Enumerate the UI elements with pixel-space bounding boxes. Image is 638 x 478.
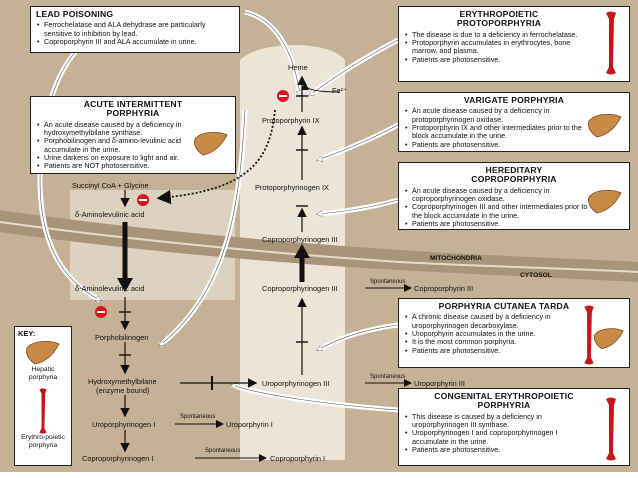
- cep-title-1: CONGENITAL ERYTHROPOIETIC: [434, 391, 574, 401]
- list-item: Patients are NOT photosensitive.: [37, 161, 194, 170]
- label-coproporphyrinogen-iii-cyto: Coproporphyrinogen III: [262, 284, 338, 293]
- label-protoporphyrinogen-ix: Protoporphyrinogen IX: [255, 183, 329, 192]
- box-hereditary-coproporphyria: HEREDITARY COPROPORPHYRIA An acute disea…: [398, 162, 630, 230]
- label-succinyl-coa-glycine: Succinyl CoA + Glycine: [72, 181, 149, 190]
- label-uroporphyrinogen-i: Uroporphyrinogen I: [92, 420, 156, 429]
- inhibit-hmb-synthase-icon: [95, 306, 107, 318]
- list-item: Protoporphyrin accumulates in erythrocyt…: [405, 39, 592, 56]
- box-erythropoietic-protoporphyria: ERYTHROPOIETIC PROTOPORPHYRIA The diseas…: [398, 6, 630, 82]
- list-item: Coproporphyrinogen III and other interme…: [405, 203, 592, 220]
- bone-icon: [606, 397, 616, 461]
- label-spontaneous-2: Spontaneous: [370, 374, 406, 380]
- epp-list: The disease is due to a deficiency in fe…: [404, 30, 592, 64]
- hcp-title-2: COPROPORPHYRIA: [471, 174, 557, 185]
- label-ala-mito: δ-Aminolevulinic acid: [75, 210, 145, 219]
- epp-title-2: PROTOPORPHYRIA: [456, 18, 542, 29]
- list-item: This disease is caused by a deficiency i…: [405, 412, 592, 430]
- list-item: It is the most common porphyria.: [405, 337, 587, 346]
- vp-list: An acute disease caused by a deficiency …: [404, 107, 592, 149]
- list-item: Patients are photosensitive.: [405, 140, 592, 149]
- box-porphyria-cutanea-tarda: PORPHYRIA CUTANEA TARDA A chronic diseas…: [398, 298, 630, 368]
- pct-title: PORPHYRIA CUTANEA TARDA: [438, 301, 570, 311]
- label-hmb-line1: Hydroxymethylbilane: [88, 377, 157, 386]
- label-coproporphyrinogen-iii-mito: Coproporphyrinogen III: [262, 235, 338, 244]
- list-item: Protoporphyrin IX and other intermediate…: [405, 123, 592, 141]
- liver-icon: [588, 189, 622, 214]
- hcp-list: An acute disease caused by a deficiency …: [404, 186, 592, 228]
- list-item: Coproporphyrin III and ALA accumulate in…: [37, 37, 234, 46]
- label-mitochondria: MITOCHONDRIA: [430, 255, 482, 262]
- cep-title-2: PORPHYRIA: [477, 400, 531, 411]
- liver-icon: [194, 131, 228, 156]
- lead-title: LEAD POISONING: [36, 9, 114, 19]
- liver-icon: [588, 113, 622, 138]
- list-item: An acute disease caused by a deficiency …: [405, 107, 592, 124]
- box-lead-poisoning: LEAD POISONING Ferrochelatase and ALA de…: [30, 6, 240, 53]
- box-varigate-porphyria: VARIGATE PORPHYRIA An acute disease caus…: [398, 92, 630, 152]
- bone-icon: [39, 388, 47, 434]
- vp-title: VARIGATE PORPHYRIA: [463, 95, 565, 105]
- list-item: An acute disease caused by a deficiency …: [405, 186, 592, 204]
- label-spontaneous-4: Spontaneous: [205, 448, 241, 454]
- list-item: Urine darkens on exposure to light and a…: [37, 153, 194, 162]
- box-congenital-erythropoietic-porphyria: CONGENITAL ERYTHROPOIETIC PORPHYRIA This…: [398, 388, 630, 466]
- label-spontaneous-3: Spontaneous: [180, 414, 216, 420]
- label-ala-cyto: δ-Aminolevulinic acid: [75, 284, 145, 293]
- liver-icon: [593, 328, 624, 350]
- label-coproporphyrinogen-i: Coproporphyrinogen I: [82, 454, 154, 463]
- aip-title-1: ACUTE INTERMITTENT: [83, 99, 183, 109]
- list-item: Porphobilinogen and δ-amino-levulinic ac…: [37, 137, 194, 154]
- label-coproporphyrin-iii: Coproporphyrin III: [414, 284, 474, 293]
- list-item: Uroporphyrinogen I and coproporphyrinoge…: [405, 429, 592, 446]
- bone-icon: [606, 11, 616, 75]
- list-item: Patients are photosensitive.: [405, 55, 592, 64]
- label-uroporphyrin-i: Uroporphyrin I: [226, 420, 273, 429]
- label-coproporphyrin-i: Coproporphyrin I: [270, 454, 326, 463]
- label-heme: Heme: [288, 63, 308, 72]
- bone-icon: [584, 305, 594, 365]
- liver-icon: [26, 341, 60, 365]
- list-item: Patients are photosensitive.: [405, 346, 587, 355]
- box-key: KEY: Hepatic porphyria Erythro-poietic p…: [14, 326, 72, 466]
- inhibit-ala-dehydrase-icon: [137, 194, 149, 206]
- list-item: Patients are photosensitive.: [405, 445, 592, 454]
- cep-list: This disease is caused by a deficiency i…: [404, 412, 592, 454]
- inhibit-ferrochelatase-icon: [277, 90, 289, 102]
- label-spontaneous-1: Spontaneous: [370, 279, 406, 285]
- label-hmb-line2: (enzyme bound): [96, 386, 150, 395]
- list-item: Patients are photosensitive.: [405, 219, 592, 228]
- label-cytosol: CYTOSOL: [520, 272, 552, 279]
- list-item: An acute disease caused by a deficiency …: [37, 120, 194, 138]
- key-erythro-label: Erythro-poietic porphyria: [21, 434, 65, 450]
- box-acute-intermittent-porphyria: ACUTE INTERMITTENT PORPHYRIA An acute di…: [30, 96, 236, 174]
- aip-list: An acute disease caused by a deficiency …: [36, 120, 194, 171]
- pct-list: A chronic disease caused by a deficiency…: [404, 313, 587, 355]
- key-hepatic-label: Hepatic porphyria: [28, 366, 58, 382]
- list-item: A chronic disease caused by a deficiency…: [405, 313, 587, 330]
- aip-title-2: PORPHYRIA: [106, 108, 160, 119]
- label-uroporphyrin-iii: Uroporphyrin III: [414, 379, 465, 388]
- lead-list: Ferrochelatase and ALA dehydrase are par…: [36, 21, 234, 47]
- label-porphobilinogen: Porphobilinogen: [95, 333, 149, 342]
- list-item: Uroporphyrin accumulates in the urine.: [405, 329, 587, 338]
- list-item: Ferrochelatase and ALA dehydrase are par…: [37, 21, 234, 38]
- label-fe2: Fe²⁺: [332, 86, 347, 95]
- label-protoporphyrin-ix: Protoporphyrin IX: [262, 116, 320, 125]
- hcp-title-1: HEREDITARY: [485, 165, 543, 175]
- label-uroporphyrinogen-iii: Uroporphyrinogen III: [262, 379, 330, 388]
- key-title: KEY:: [18, 329, 36, 338]
- epp-title-1: ERYTHROPOIETIC: [459, 9, 539, 19]
- list-item: The disease is due to a deficiency in fe…: [405, 30, 592, 39]
